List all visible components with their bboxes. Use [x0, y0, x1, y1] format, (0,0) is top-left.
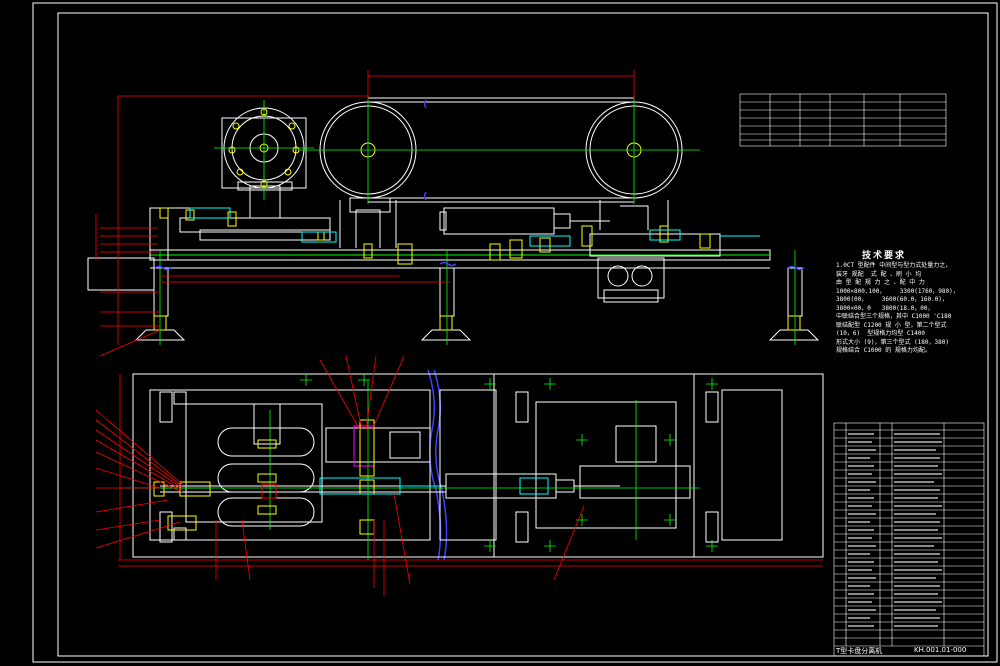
- plan-centerlines: [120, 374, 718, 560]
- tech-requirement-line: 3800×00，0 3800(18.0，00，: [836, 304, 934, 312]
- plan-details: [153, 419, 549, 535]
- tech-requirement-line: 1.0CT 型配件 中间型与型力式处量力之，: [836, 262, 952, 269]
- tech-requirement-line: 由 型 配 规 力 之 、配 中 力: [836, 279, 925, 286]
- plan-view: [132, 373, 824, 558]
- title-block-name: T型卡盘分离机: [836, 647, 883, 655]
- tech-requirement-line: 装牙 规配 式 配 、刷 小 均: [836, 270, 922, 278]
- front-dimensions: [95, 70, 635, 357]
- break-lines: [154, 99, 805, 561]
- tech-requirement-line: 1000×800.100， 3300(1760，980)，: [836, 287, 959, 295]
- tech-requirement-line: 形式大小 (9)，第三个型式 (180，380): [836, 338, 949, 346]
- tech-requirement-line: 规格结合 C1000 的 规格力均配。: [836, 347, 931, 354]
- front-bolts: [159, 108, 711, 265]
- front-centerlines: [159, 96, 796, 345]
- tech-requirement-line: (10，6) 型规格力均型 C1400: [836, 330, 925, 337]
- inner-frame: [57, 12, 989, 657]
- front-view: [87, 97, 820, 341]
- plan-leaders: [95, 355, 823, 596]
- title-block-code: KH.001.01-000: [914, 646, 967, 654]
- parts-list-rows: [848, 433, 942, 627]
- tech-requirement-line: 中联结合型三个规格，其中 C1000 'C180: [836, 313, 952, 320]
- tech-box: [831, 239, 983, 359]
- tech-requirement-line: 联结配型 C1200 规 小 型，第二个型式: [836, 321, 947, 329]
- parts-list: [833, 422, 985, 657]
- tech-requirements-title: 技术要求: [862, 251, 907, 261]
- tech-requirement-line: 3800(00， 3600(60.0，160.0)，: [836, 296, 948, 303]
- top-table: [739, 93, 947, 147]
- front-cyan-parts: [189, 207, 760, 247]
- plan-bolts: [159, 391, 719, 543]
- outer-frame: [32, 2, 998, 663]
